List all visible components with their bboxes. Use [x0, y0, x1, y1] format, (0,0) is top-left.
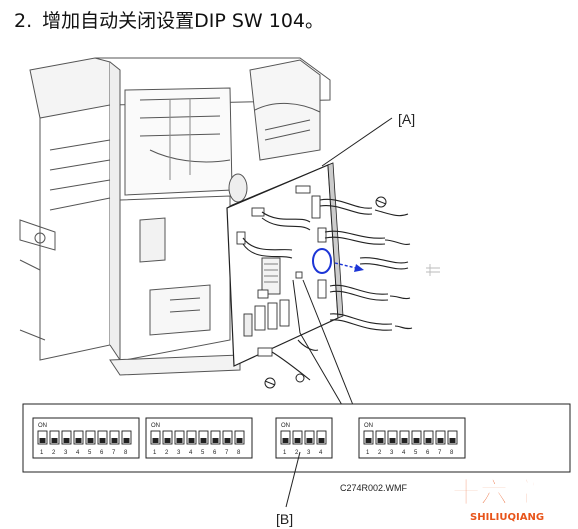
- dip-pos: 7: [112, 450, 116, 456]
- dip-bank-4: ON 1 2 3 4 5 6 7 8: [358, 417, 466, 459]
- callout-a-label: [A]: [398, 111, 415, 127]
- main-board: [226, 162, 344, 367]
- dip-on-label: ON: [151, 423, 160, 429]
- dip-switch-levers: [282, 438, 325, 443]
- direction-arrow: [334, 262, 364, 272]
- dip-pos: 6: [426, 450, 430, 456]
- dip-switch-levers: [152, 438, 243, 443]
- dip-pos: 2: [295, 450, 299, 456]
- dip-pos: 8: [450, 450, 454, 456]
- dip-pos: 5: [414, 450, 418, 456]
- dip-pos: 3: [64, 450, 68, 456]
- sw104-highlight: [312, 248, 332, 274]
- dip-on-label: ON: [364, 423, 373, 429]
- dip-pos: 8: [237, 450, 241, 456]
- figure-code: C274R002.WMF: [340, 483, 408, 493]
- step-number: 2.: [14, 10, 33, 32]
- dip-bank-3-sw104: ON 1 2 3 4: [275, 417, 333, 459]
- dip-pos: 1: [40, 450, 44, 456]
- instruction-line: 2. 增加自动关闭设置DIP SW 104。: [14, 6, 324, 33]
- stub-marks: [426, 264, 440, 276]
- callout-a-leader: [321, 117, 393, 167]
- callout-b-label: [B]: [276, 511, 293, 527]
- watermark-en: SHILIUQIANG: [470, 512, 544, 523]
- dip-bank-1: ON 1 2 3 4 5 6 7 8: [32, 417, 140, 459]
- dip-pos: 7: [225, 450, 229, 456]
- dip-switch-row: [150, 430, 245, 445]
- callout-b-leader: [285, 451, 301, 508]
- dip-pos: 4: [189, 450, 193, 456]
- dip-pos: 3: [307, 450, 311, 456]
- dip-pos: 5: [88, 450, 92, 456]
- dip-pos: 2: [165, 450, 169, 456]
- dip-pos: 8: [124, 450, 128, 456]
- dip-pos: 2: [378, 450, 382, 456]
- cable-harness: [242, 198, 413, 381]
- dip-pos: 1: [366, 450, 370, 456]
- machine-frame: [19, 57, 331, 376]
- dip-pos: 3: [390, 450, 394, 456]
- dip-switch-row: [280, 430, 327, 445]
- zoom-lines: [292, 279, 354, 406]
- watermark-logo: 十六腔 SHILIUQIANG: [452, 476, 545, 524]
- watermark-cn: 十六腔: [452, 476, 536, 509]
- dip-switch-levers: [365, 438, 456, 443]
- screws: [264, 196, 387, 389]
- step-text: 增加自动关闭设置DIP SW 104。: [42, 10, 325, 32]
- dip-pos: 1: [283, 450, 287, 456]
- dip-pos: 2: [52, 450, 56, 456]
- dip-pos: 3: [177, 450, 181, 456]
- dip-switch-row: [363, 430, 458, 445]
- dip-switch-levers: [39, 438, 130, 443]
- dip-pos: 6: [213, 450, 217, 456]
- dip-pos: 1: [153, 450, 157, 456]
- dip-pos: 5: [201, 450, 205, 456]
- dip-pos: 4: [402, 450, 406, 456]
- dip-pos: 4: [76, 450, 80, 456]
- dip-on-label: ON: [38, 423, 47, 429]
- dip-bank-2: ON 1 2 3 4 5 6 7 8: [145, 417, 253, 459]
- dip-pos: 7: [438, 450, 442, 456]
- dip-on-label: ON: [281, 423, 290, 429]
- dip-pos: 6: [100, 450, 104, 456]
- dip-pos: 4: [319, 450, 323, 456]
- dip-switch-row: [37, 430, 132, 445]
